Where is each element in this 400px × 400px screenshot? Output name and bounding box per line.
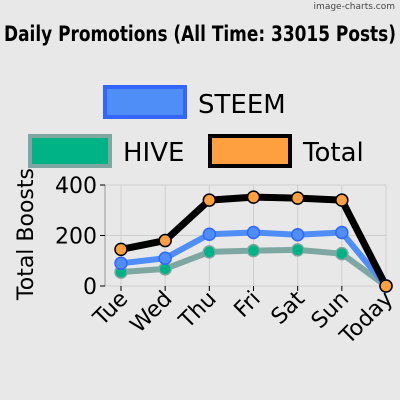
- point-total-wed: [158, 233, 172, 248]
- point-hive-sun: [335, 246, 349, 261]
- point-total-thu: [202, 193, 217, 207]
- legend-swatch-hive: [28, 134, 112, 168]
- x-tick-label-sat: Sat: [267, 286, 310, 329]
- legend: STEEM HIVE Total: [28, 85, 364, 168]
- point-hive-thu: [202, 245, 217, 259]
- point-steem-fri: [246, 225, 261, 240]
- chart-title: Daily Promotions (All Time: 33015 Posts): [4, 22, 396, 46]
- point-hive-fri: [246, 243, 261, 258]
- point-steem-wed: [158, 251, 172, 265]
- legend-swatch-steem: [103, 85, 187, 119]
- y-tick-label: 400: [55, 174, 97, 199]
- legend-label-total: Total: [302, 138, 364, 168]
- y-tick-label: 200: [55, 225, 97, 250]
- legend-label-steem: STEEM: [198, 90, 286, 120]
- x-tick-label-wed: Wed: [126, 287, 178, 339]
- point-hive-sat: [290, 243, 305, 257]
- point-total-fri: [246, 190, 261, 204]
- point-steem-thu: [202, 227, 217, 241]
- point-total-sat: [290, 191, 305, 205]
- point-total-sun: [335, 193, 349, 207]
- point-steem-sat: [290, 227, 305, 242]
- legend-label-hive: HIVE: [123, 138, 184, 168]
- x-tick-label-fri: Fri: [230, 287, 266, 323]
- legend-swatch-total: [208, 134, 292, 168]
- series-layer: [114, 190, 393, 293]
- watermark: image-charts.com: [314, 2, 395, 12]
- point-steem-sun: [335, 225, 349, 240]
- y-axis-label: Total Boosts: [14, 168, 39, 301]
- y-ticks: 0 200 400: [55, 174, 105, 300]
- point-steem-tue: [114, 256, 128, 271]
- x-tick-label-thu: Thu: [174, 287, 222, 335]
- point-total-today: [379, 279, 393, 293]
- y-tick-label: 0: [83, 275, 97, 300]
- point-total-tue: [114, 242, 128, 257]
